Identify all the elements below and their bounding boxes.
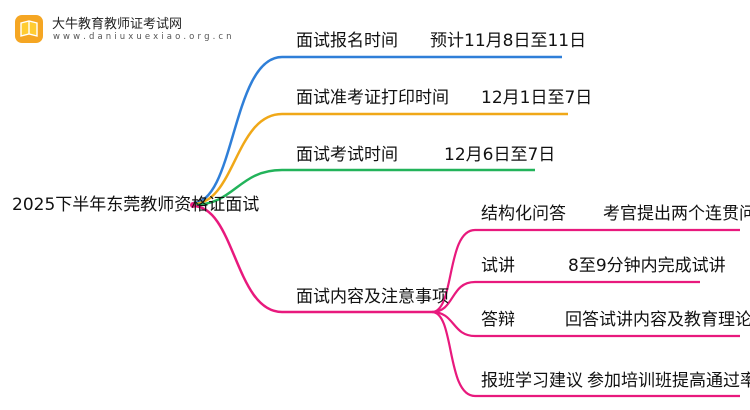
connector-registration bbox=[192, 55, 562, 205]
branch-registration-label: 面试报名时间 bbox=[296, 31, 398, 51]
branch-exam-time-value: 12月6日至7日 bbox=[444, 145, 556, 165]
root-node-dot bbox=[190, 202, 196, 208]
connector-content-notes bbox=[192, 204, 432, 314]
sub-trial-lecture-value: 8至9分钟内完成试讲 bbox=[568, 256, 726, 276]
connector-exam-time bbox=[192, 168, 535, 207]
branch-exam-time-label: 面试考试时间 bbox=[296, 145, 398, 165]
connector-study-advice bbox=[431, 310, 740, 398]
sub-defense-value: 回答试讲内容及教育理论问题 bbox=[565, 310, 750, 330]
logo-title: 大牛教育教师证考试网 bbox=[52, 17, 183, 32]
root-topic: 2025下半年东莞教师资格证面试 bbox=[12, 195, 260, 215]
sub-study-advice-label: 报班学习建议 bbox=[481, 371, 583, 391]
sub-trial-lecture-label: 试讲 bbox=[481, 256, 515, 276]
connector-trial-lecture bbox=[431, 280, 700, 314]
sub-defense-label: 答辩 bbox=[481, 310, 515, 330]
book-logo-icon bbox=[15, 15, 43, 43]
branch-admission-ticket-value: 12月1日至7日 bbox=[481, 88, 593, 108]
logo-url: w w w . d a n i u x u e x i a o . o r g … bbox=[53, 32, 232, 42]
sub-study-advice-value: 参加培训班提高通过率 bbox=[587, 371, 750, 391]
branch-admission-ticket-label: 面试准考证打印时间 bbox=[296, 88, 449, 108]
site-logo[interactable]: 大牛教育教师证考试网 w w w . d a n i u x u e x i a… bbox=[14, 12, 232, 48]
branch-content-notes-label: 面试内容及注意事项 bbox=[296, 287, 449, 307]
sub-structured-qa-label: 结构化问答 bbox=[481, 204, 566, 224]
sub-structured-qa-value: 考官提出两个连贯问题 bbox=[603, 204, 750, 224]
connector-structured-qa bbox=[431, 228, 740, 314]
connector-defense bbox=[431, 310, 740, 338]
connector-admission-ticket bbox=[192, 112, 568, 206]
branch-registration-value: 预计11月8日至11日 bbox=[430, 31, 587, 51]
